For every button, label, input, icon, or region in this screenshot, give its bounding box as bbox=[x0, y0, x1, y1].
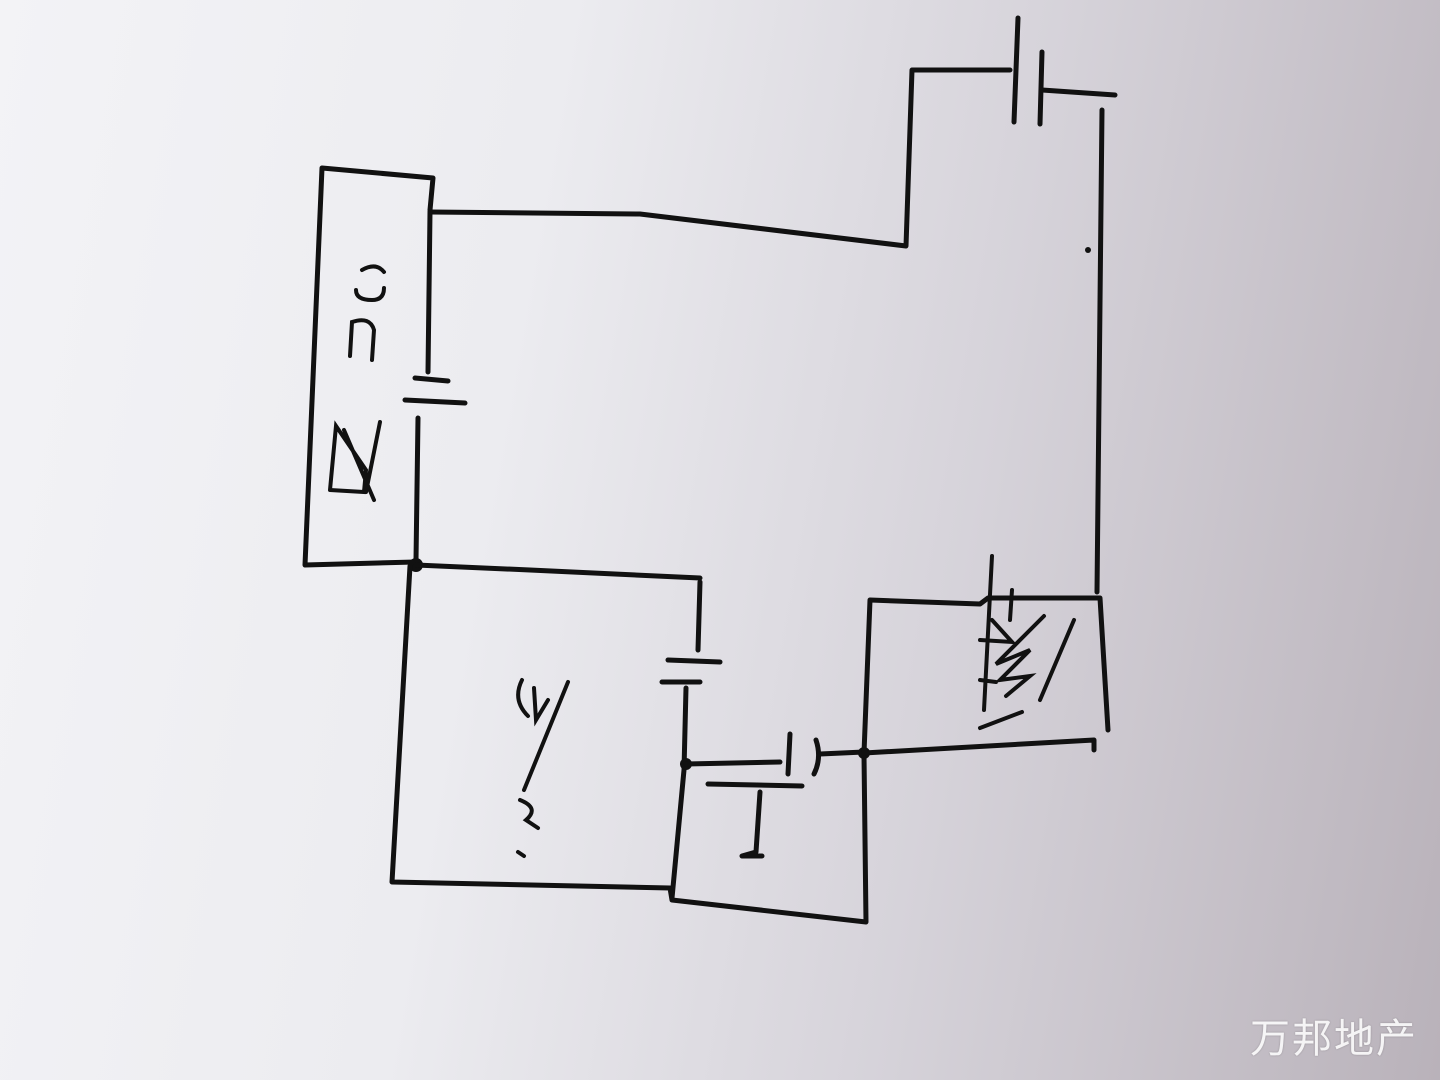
handwritten-label-lower bbox=[328, 420, 382, 502]
right-component-box bbox=[861, 595, 1111, 756]
left-vertical-wire bbox=[425, 209, 433, 375]
watermark: 万邦地产 bbox=[1250, 1016, 1418, 1062]
lower-left-loop bbox=[389, 562, 869, 925]
ground-symbol bbox=[705, 781, 805, 859]
branch-wire bbox=[683, 759, 783, 767]
left-component-box bbox=[302, 165, 436, 568]
mid-vertical-wire bbox=[659, 579, 723, 901]
left-cell-plate-long bbox=[402, 397, 468, 406]
capacitor-to-junction bbox=[817, 749, 867, 757]
left-cell-plate-short bbox=[412, 375, 451, 384]
transistor-symbol bbox=[978, 554, 1076, 730]
handwritten-label-upper bbox=[348, 264, 386, 362]
top-wire bbox=[427, 67, 1013, 249]
left-lower-wire bbox=[413, 415, 421, 563]
junction-dot bbox=[1085, 247, 1091, 253]
handwritten-label-middle bbox=[516, 678, 570, 858]
capacitor-plate-left bbox=[785, 731, 793, 777]
capacitor-plate-right bbox=[811, 737, 822, 777]
top-battery-plate-long bbox=[1011, 15, 1021, 125]
right-wire bbox=[1039, 87, 1118, 595]
